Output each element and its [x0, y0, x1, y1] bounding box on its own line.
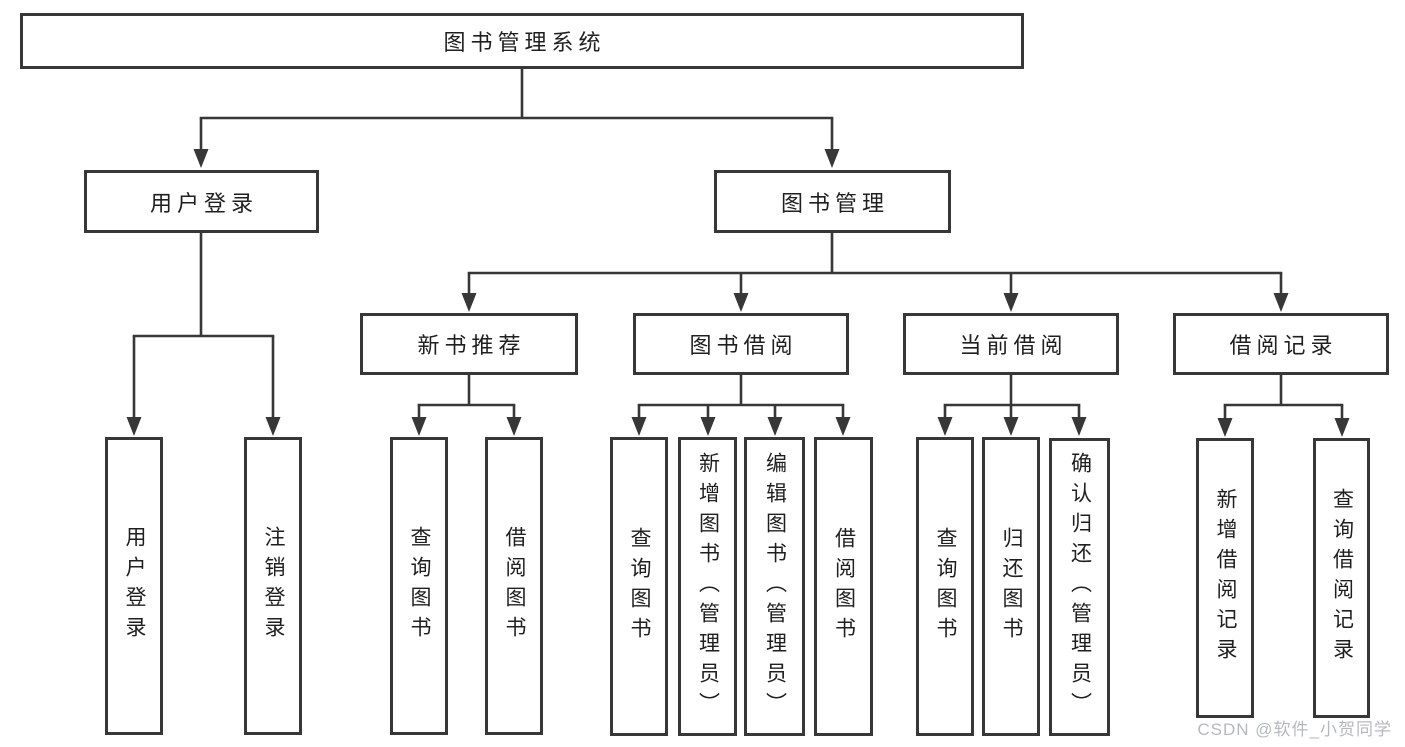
- leaf-confirm-return-admin: 确认归还（管理员）: [1049, 438, 1110, 736]
- node-label: 借阅记录: [1229, 333, 1338, 358]
- node-library-management-system: 图书管理系统: [20, 13, 1024, 69]
- node-label: 查询图书: [934, 526, 957, 647]
- leaf-add-book-admin: 新增图书（管理员）: [678, 437, 737, 736]
- node-current-borrowing: 当前借阅: [903, 313, 1119, 375]
- node-label: 用户登录: [123, 526, 146, 646]
- node-label: 注销登录: [262, 526, 285, 646]
- node-label: 图书管理: [780, 190, 889, 216]
- csdn-watermark: CSDN @软件_小贺同学: [1197, 720, 1392, 739]
- node-label: 借阅图书: [503, 526, 526, 646]
- connector-userlogin-to-leaves: [126, 233, 281, 436]
- node-label: 新增借阅记录: [1214, 488, 1237, 668]
- node-label: 确认归还（管理员）: [1068, 452, 1092, 722]
- leaf-query-books-current: 查询图书: [916, 437, 974, 736]
- connector-newbook-to-leaves: [411, 375, 522, 436]
- node-label: 当前借阅: [959, 333, 1068, 358]
- leaf-logout: 注销登录: [244, 437, 302, 735]
- node-label: 归还图书: [1000, 526, 1023, 647]
- node-label: 图书管理系统: [443, 30, 606, 55]
- leaf-borrow-books-recommend: 借阅图书: [485, 437, 543, 735]
- node-label: 查询借阅记录: [1330, 488, 1354, 668]
- leaf-query-books-recommend: 查询图书: [390, 437, 448, 735]
- leaf-query-books-borrow: 查询图书: [610, 437, 668, 736]
- connector-root-to-level1: [193, 69, 840, 168]
- leaf-borrow-books: 借阅图书: [814, 437, 873, 736]
- connector-bookmgmt-to-level2: [461, 233, 1289, 312]
- node-label: 查询图书: [408, 526, 431, 646]
- node-new-book-recommendation: 新书推荐: [360, 313, 578, 375]
- node-label: 用户登录: [149, 190, 258, 216]
- node-book-borrowing: 图书借阅: [633, 313, 849, 375]
- connector-currentborrow-to-leaves: [937, 375, 1087, 436]
- node-book-management: 图书管理: [714, 170, 951, 233]
- node-borrowing-records: 借阅记录: [1173, 313, 1389, 375]
- node-label: 借阅图书: [832, 526, 856, 647]
- node-label: 新增图书（管理员）: [696, 451, 720, 722]
- leaf-return-book: 归还图书: [982, 437, 1040, 736]
- leaf-edit-book-admin: 编辑图书（管理员）: [744, 437, 805, 736]
- node-label: 新书推荐: [417, 333, 526, 358]
- node-label: 图书借阅: [689, 333, 798, 358]
- connector-bookborrow-to-leaves: [631, 375, 851, 436]
- leaf-add-borrow-record: 新增借阅记录: [1196, 438, 1254, 718]
- node-label: 查询图书: [628, 526, 651, 647]
- connector-borrowrecord-to-leaves: [1217, 375, 1350, 437]
- node-user-login: 用户登录: [84, 170, 319, 233]
- leaf-user-login: 用户登录: [105, 437, 163, 735]
- leaf-query-borrow-record: 查询借阅记录: [1313, 438, 1370, 718]
- node-label: 编辑图书（管理员）: [763, 451, 787, 722]
